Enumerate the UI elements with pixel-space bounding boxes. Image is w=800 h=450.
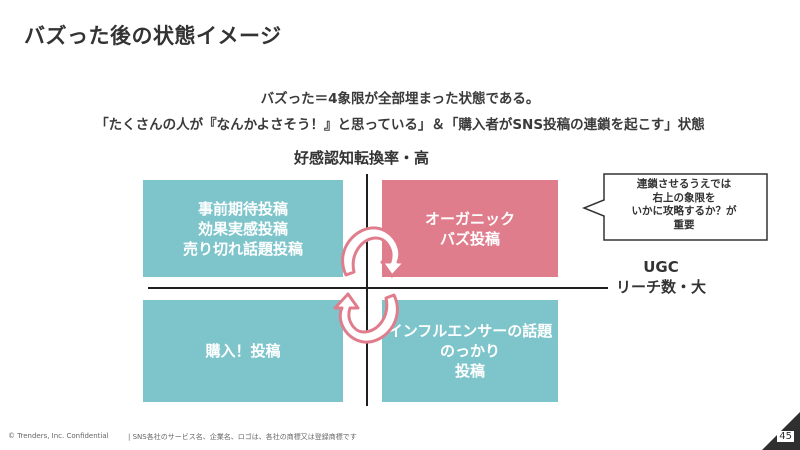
callout-line: 右上の象限を — [652, 191, 716, 204]
callout-line: 重要 — [673, 218, 695, 231]
callout-text: 連鎖させるうえでは 右上の象限を いかに攻略するか？が 重要 — [607, 178, 761, 232]
callout-line: 連鎖させるうえでは — [636, 178, 732, 190]
page-number: 45 — [777, 431, 794, 442]
quadrant-bottom-right-line: のっかり — [439, 342, 500, 360]
axis-right-label: UGC リーチ数・大 — [600, 257, 722, 297]
callout-line: いかに攻略するか？が — [631, 205, 737, 217]
cycle-arrows-icon — [333, 226, 407, 344]
quadrant-bottom-left: 購入！投稿 — [143, 300, 343, 402]
footer-trademark-note: | SNS各社のサービス名、企業名、ロゴは、各社の商標又は登録商標です — [128, 433, 357, 441]
quadrant-bottom-right-line: 投稿 — [454, 362, 485, 380]
cycle-arrow-upper — [341, 226, 407, 278]
quadrant-top-left-line: 事前期待投稿 — [197, 199, 288, 218]
subtitle-line-1: バズった＝4象限が全部埋まった状態である。 — [260, 91, 540, 107]
quadrant-bottom-right: インフルエンサーの話題 のっかり 投稿 — [382, 300, 558, 402]
axis-top-label: 好感認知転換率・高 — [294, 149, 430, 167]
quadrant-top-right-line: バズ投稿 — [439, 229, 500, 248]
speech-bubble-icon — [581, 173, 768, 241]
quadrant-bottom-right-line: インフルエンサーの話題 — [387, 322, 553, 340]
subtitle-line-2: 「たくさんの人が『なんかよさそう！』と思っている」＆「購入者がSNS投稿の連鎖を… — [95, 117, 705, 133]
quadrant-top-right-line: オーガニック — [424, 209, 515, 228]
quadrant-bottom-left-line: 購入！投稿 — [205, 342, 281, 360]
cycle-arrow-lower — [333, 292, 399, 344]
axis-right-label-line: UGC — [643, 258, 679, 276]
vertical-axis-line — [366, 174, 368, 406]
footer-copyright: © Trenders, Inc. Confidential — [8, 432, 109, 440]
quadrant-top-left: 事前期待投稿 効果実感投稿 売り切れ話題投稿 — [143, 180, 343, 277]
slide-title: バズった後の状態イメージ — [24, 24, 282, 48]
quadrant-top-right: オーガニック バズ投稿 — [382, 180, 558, 277]
quadrant-top-left-line: 売り切れ話題投稿 — [182, 239, 303, 258]
horizontal-axis-line — [148, 287, 608, 289]
axis-right-label-line: リーチ数・大 — [615, 278, 706, 296]
quadrant-top-left-line: 効果実感投稿 — [197, 219, 288, 238]
